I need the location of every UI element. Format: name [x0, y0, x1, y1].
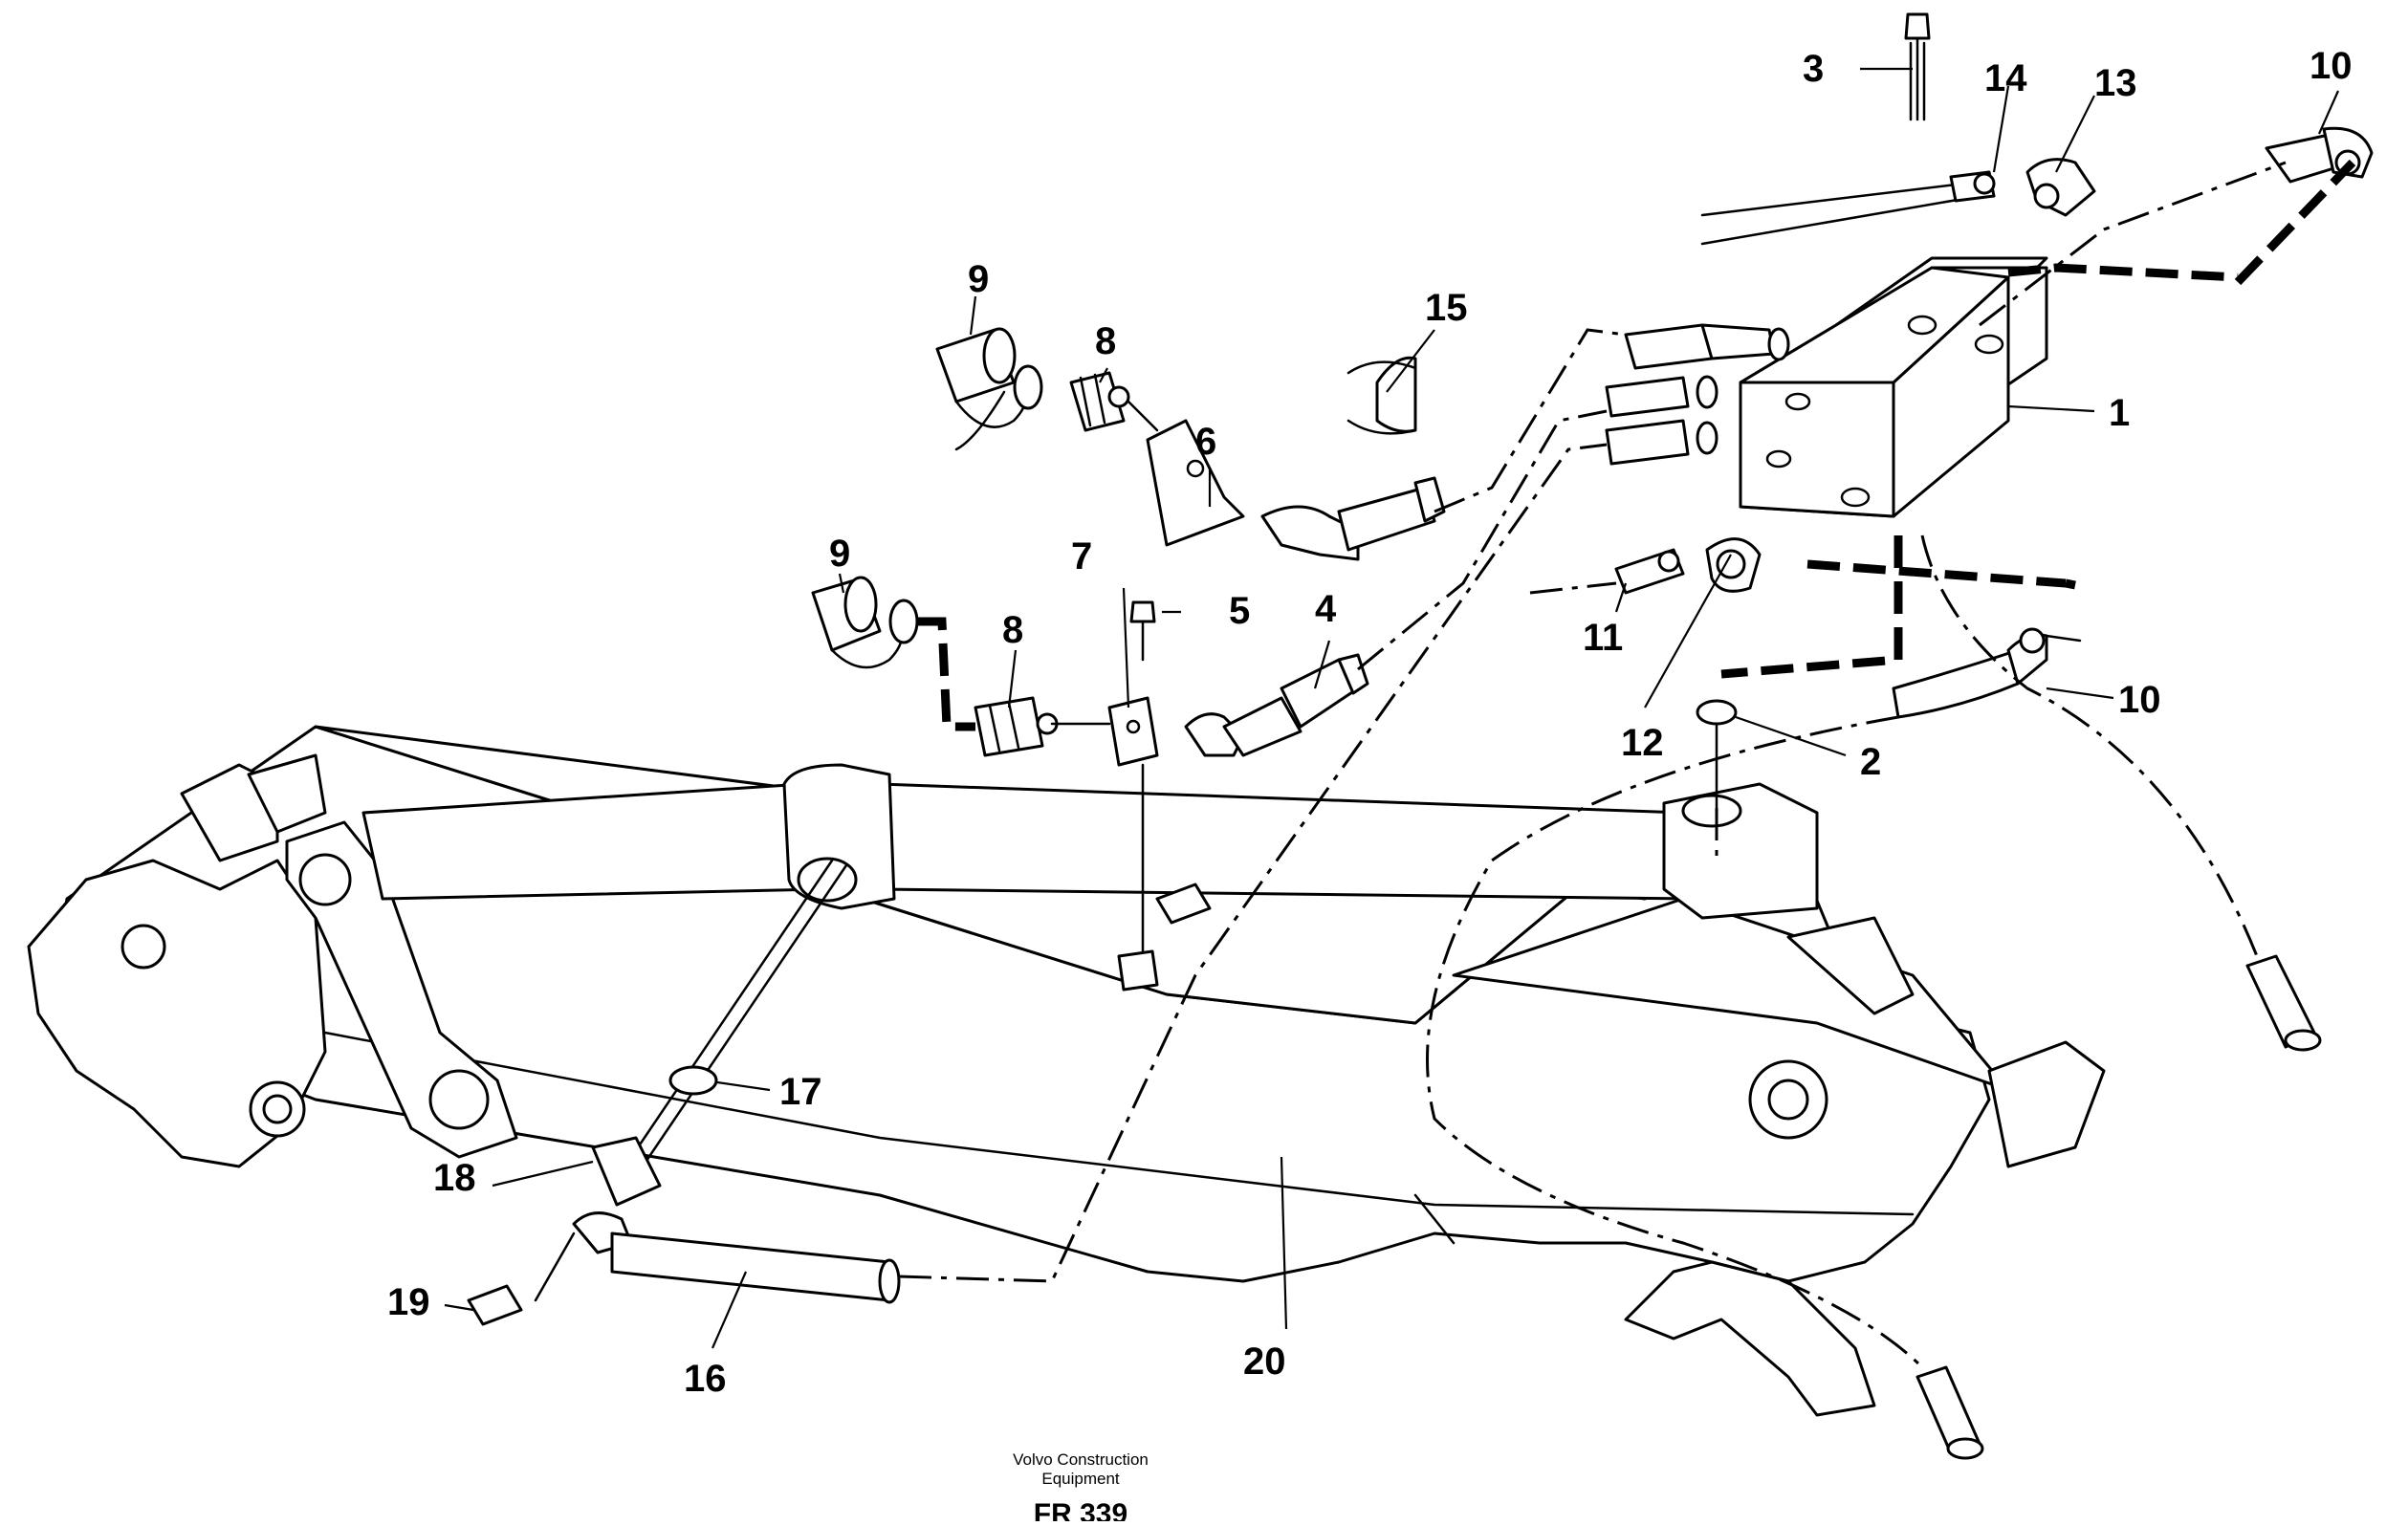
callout-5: 5 — [1229, 590, 1250, 632]
callout-6: 6 — [1195, 421, 1216, 463]
callout-18: 18 — [433, 1157, 476, 1199]
callout-17: 17 — [779, 1071, 822, 1113]
credit-block: Volvo Construction Equipment FR 339 — [1013, 1450, 1149, 1526]
callout-9-upper: 9 — [968, 258, 989, 300]
callout-9-lower: 9 — [829, 533, 850, 575]
leader-lines — [444, 67, 2340, 1349]
block-part-1 — [1739, 256, 2048, 518]
callouts: 1 2 3 4 5 6 7 8 8 9 9 10 10 11 12 13 14 … — [387, 45, 2353, 1400]
callout-10-lower: 10 — [2118, 679, 2161, 721]
credit-line-1: Volvo Construction — [1013, 1450, 1149, 1469]
callout-8-upper: 8 — [1095, 320, 1116, 362]
callout-11: 11 — [1583, 617, 1623, 659]
callout-3: 3 — [1803, 48, 1824, 90]
callout-20: 20 — [1243, 1341, 1286, 1383]
callout-4: 4 — [1315, 588, 1337, 630]
callout-14: 14 — [1984, 57, 2027, 99]
callout-16: 16 — [684, 1358, 727, 1400]
boom-arm — [27, 725, 2106, 1417]
callout-10-upper: 10 — [2309, 45, 2353, 87]
fittings — [467, 12, 2374, 1460]
callout-2: 2 — [1860, 741, 1881, 783]
callout-7: 7 — [1071, 535, 1092, 578]
callout-13: 13 — [2094, 62, 2137, 104]
callout-8-lower: 8 — [1002, 609, 1023, 651]
credit-line-2: Equipment — [1041, 1470, 1120, 1488]
drawing-code: FR 339 — [1034, 1498, 1127, 1521]
connection-lines — [898, 159, 2356, 1369]
callout-1: 1 — [2109, 392, 2130, 434]
callout-15: 15 — [1425, 287, 1468, 329]
callout-12: 12 — [1621, 722, 1664, 764]
callout-19: 19 — [387, 1281, 430, 1323]
